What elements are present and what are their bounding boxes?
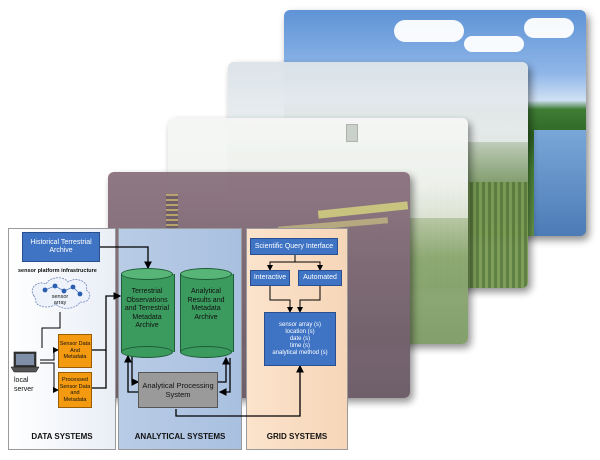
interactive-box: Interactive <box>250 270 290 286</box>
sensor-data-text: Sensor Data And Metadata <box>59 341 91 361</box>
query-param-location: location (s) <box>285 328 315 335</box>
processing-system-text: Analytical Processing System <box>142 381 214 399</box>
grid-systems-label: GRID SYSTEMS <box>266 432 328 441</box>
sensor-array-label: sensor array <box>51 294 69 306</box>
query-interface-text: Scientific Query Interface <box>254 242 334 250</box>
analytical-systems-label: ANALYTICAL SYSTEMS <box>134 432 226 441</box>
cylinder-top <box>180 268 232 280</box>
analytical-archive-text: Analytical Results and Metadata Archive <box>187 288 225 321</box>
query-param-time: time (s) <box>290 342 310 349</box>
cylinder-top <box>121 268 173 280</box>
automated-box: Automated <box>298 270 342 286</box>
cloud-shape <box>394 20 464 42</box>
query-params-box: sensor array (s) location (s) date (s) t… <box>264 312 336 366</box>
cylinder-body <box>121 274 175 352</box>
infrastructure-label: sensor platform infrastructure <box>18 268 97 274</box>
cylinder-bottom <box>180 346 232 358</box>
query-param-analytical-method: analytical method (s) <box>272 349 328 356</box>
cylinder-body <box>180 274 234 352</box>
analytical-archive-cylinder: Analytical Results and Metadata Archive <box>180 268 234 358</box>
query-param-sensor-array: sensor array (s) <box>278 321 321 328</box>
automated-text: Automated <box>303 274 337 281</box>
interactive-text: Interactive <box>253 274 287 281</box>
query-interface-box: Scientific Query Interface <box>250 238 338 255</box>
laptop-icon <box>10 351 40 373</box>
cloud-shape <box>524 18 574 38</box>
sensor-nodes-icon <box>42 283 83 297</box>
sensor-pole <box>346 124 358 142</box>
processing-system-box: Analytical Processing System <box>138 372 218 408</box>
cylinder-bottom <box>121 346 173 358</box>
historical-archive-box: Historical Terrestrial Archive <box>22 232 100 262</box>
terrestrial-archive-cylinder: Terrestrial Observations and Terrestrial… <box>121 268 175 358</box>
processed-data-text: Processed Sensor Data and Metadata <box>59 377 91 403</box>
local-server-label: local server <box>14 377 34 393</box>
sensor-data-box: Sensor Data And Metadata <box>58 334 92 368</box>
data-systems-label: DATA SYSTEMS <box>31 432 93 441</box>
processed-data-box: Processed Sensor Data and Metadata <box>58 372 92 408</box>
pond-water <box>534 130 586 236</box>
terrestrial-archive-text: Terrestrial Observations and Terrestrial… <box>124 288 170 329</box>
historical-archive-text: Historical Terrestrial Archive <box>30 239 92 254</box>
server-rack <box>166 194 178 234</box>
cloud-shape <box>464 36 524 52</box>
sensor-cloud-icon <box>31 277 91 309</box>
query-param-date: date (s) <box>289 335 311 342</box>
